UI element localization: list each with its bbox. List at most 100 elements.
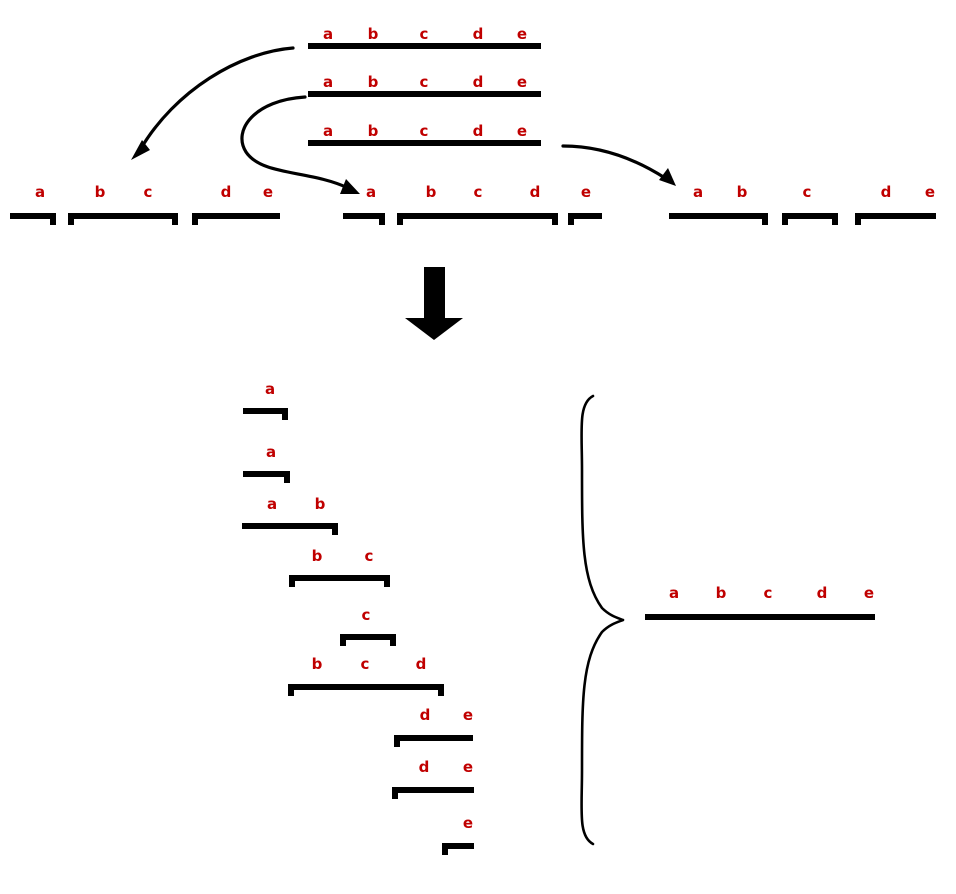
staircase-row-2-bar <box>243 471 290 483</box>
split-group-middle-label-a: a <box>365 183 377 201</box>
split-groups-bars <box>10 213 936 225</box>
split-group-right-label-b: b <box>736 183 748 201</box>
split-group-left-bar-3 <box>192 213 280 225</box>
split-group-left-bar-2-left-tick <box>68 213 74 225</box>
staircase-row-4-bar-right-tick <box>384 575 390 587</box>
split-group-left-bar-3-left-tick <box>192 213 198 225</box>
arrow-to-middle-group-head <box>340 179 360 194</box>
split-group-right-bar-2-rule <box>782 213 838 219</box>
staircase-row-6-bar-right-tick <box>438 684 444 696</box>
split-group-middle-bar-2-rule <box>397 213 558 219</box>
split-group-middle-label-e: e <box>580 183 592 201</box>
staircase-row-7-label-e: e <box>462 706 474 724</box>
staircase-row-6-label-c: c <box>360 655 370 673</box>
split-group-right-bar-1-rule <box>669 213 768 219</box>
arrow-to-middle-group-shaft <box>240 95 350 190</box>
split-group-middle-label-c: c <box>473 183 483 201</box>
staircase-row-1-bar-right-tick <box>282 408 288 420</box>
staircase-row-4-bar-left-tick <box>289 575 295 587</box>
split-group-left-label-e: e <box>262 183 274 201</box>
staircase-row-5-label-c: c <box>361 606 371 624</box>
staircase-row-2-label-a: a <box>265 443 277 461</box>
split-group-middle-bar-2-right-tick <box>552 213 558 225</box>
staircase-row-7-bar <box>394 735 473 747</box>
staircase-row-2-bar-rule <box>243 471 290 477</box>
staircase-row-6-bar-rule <box>288 684 444 690</box>
split-group-right-bar-2 <box>782 213 838 225</box>
split-group-left-label-a: a <box>34 183 46 201</box>
split-group-middle-label-b: b <box>425 183 437 201</box>
split-group-left-bar-2-rule <box>68 213 178 219</box>
top-reference-bars-group <box>308 43 541 146</box>
split-group-middle-bar-2 <box>397 213 558 225</box>
down-arrow-group <box>405 267 463 340</box>
staircase-row-4-bar-rule <box>289 575 390 581</box>
staircase-row-5-bar-rule <box>340 634 396 640</box>
reference-row-2-label-e: e <box>516 73 528 91</box>
split-group-middle-bar-3-left-tick <box>568 213 574 225</box>
reference-row-1-label-a: a <box>322 25 334 43</box>
split-group-right-bar-1-right-tick <box>762 213 768 225</box>
merge-brace <box>580 394 625 846</box>
split-group-middle-bar-1 <box>343 213 385 225</box>
reference-row-1-label-b: b <box>367 25 379 43</box>
staircase-row-1-bar <box>243 408 288 420</box>
split-group-right-bar-3-left-tick <box>855 213 861 225</box>
split-group-right-label-c: c <box>802 183 812 201</box>
reference-row-3-label-e: e <box>516 122 528 140</box>
reference-row-2-label-a: a <box>322 73 334 91</box>
reference-row-1-bar <box>308 43 541 49</box>
staircase-row-9-label-e: e <box>462 814 474 832</box>
down-arrow-shaft <box>424 267 445 321</box>
staircase-row-9-bar-left-tick <box>442 843 448 855</box>
result-bar-group <box>645 614 875 620</box>
split-group-left-label-c: c <box>143 183 153 201</box>
reference-row-1-label-e: e <box>516 25 528 43</box>
split-group-left-bar-3-rule <box>192 213 280 219</box>
staircase-bars-group <box>242 408 474 855</box>
merged-result-row-label-b: b <box>715 584 727 602</box>
merged-result-row-label-c: c <box>763 584 773 602</box>
split-group-middle-bar-2-left-tick <box>397 213 403 225</box>
staircase-row-9-bar <box>442 843 474 855</box>
staircase-row-7-bar-left-tick <box>394 735 400 747</box>
reference-row-1-label-d: d <box>472 25 484 43</box>
split-group-right-label-e: e <box>924 183 936 201</box>
staircase-row-4-label-c: c <box>364 547 374 565</box>
staircase-row-3-bar-rule <box>242 523 338 529</box>
merged-result-row-label-a: a <box>668 584 680 602</box>
staircase-row-3-label-b: b <box>314 495 326 513</box>
staircase-row-8-bar-rule <box>392 787 474 793</box>
reference-row-2-label-c: c <box>419 73 429 91</box>
staircase-row-5-bar-right-tick <box>390 634 396 646</box>
staircase-row-7-bar-rule <box>394 735 473 741</box>
staircase-row-1-label-a: a <box>264 380 276 398</box>
split-group-left-bar-2 <box>68 213 178 225</box>
staircase-row-3-label-a: a <box>266 495 278 513</box>
split-group-right-bar-2-left-tick <box>782 213 788 225</box>
staircase-row-6-bar-left-tick <box>288 684 294 696</box>
split-group-right-label-d: d <box>880 183 892 201</box>
reference-row-3-bar <box>308 140 541 146</box>
split-group-left-label-b: b <box>94 183 106 201</box>
reference-row-3-label-c: c <box>419 122 429 140</box>
staircase-row-1-bar-rule <box>243 408 288 414</box>
split-group-middle-bar-1-rule <box>343 213 385 219</box>
reference-row-2-label-b: b <box>367 73 379 91</box>
arrow-to-right-group-head <box>659 168 676 186</box>
reference-row-1-label-c: c <box>419 25 429 43</box>
split-group-left-label-d: d <box>220 183 232 201</box>
merged-result-row-label-e: e <box>863 584 875 602</box>
staircase-row-8-bar-left-tick <box>392 787 398 799</box>
merged-result-row-bar <box>645 614 875 620</box>
reference-row-3-label-b: b <box>367 122 379 140</box>
arrow-to-right-group-shaft <box>561 144 667 180</box>
staircase-row-8-bar <box>392 787 474 799</box>
staircase-row-7-label-d: d <box>419 706 431 724</box>
split-group-left-bar-2-right-tick <box>172 213 178 225</box>
split-group-middle-bar-3 <box>568 213 602 225</box>
split-group-right-bar-3-rule <box>855 213 936 219</box>
merged-result-row-label-d: d <box>816 584 828 602</box>
curved-arrows-group <box>131 46 676 194</box>
